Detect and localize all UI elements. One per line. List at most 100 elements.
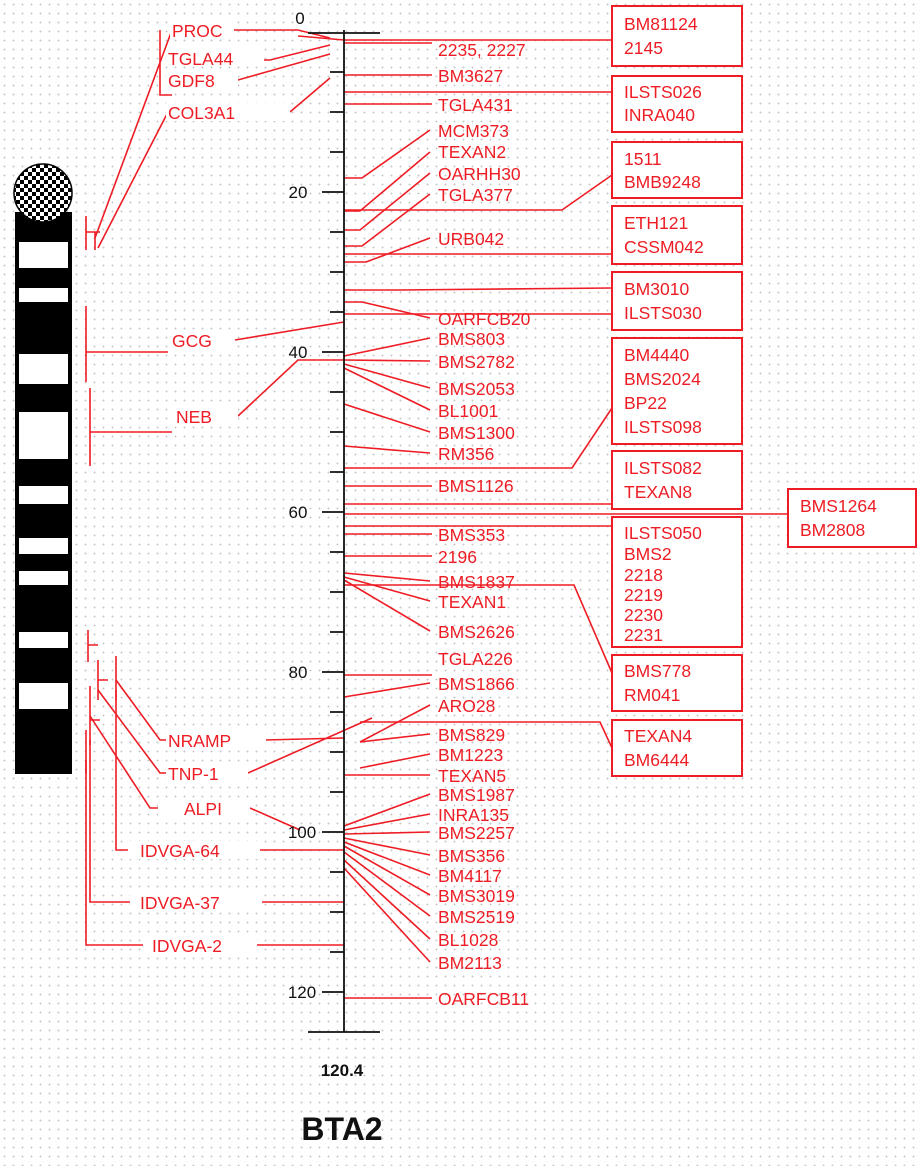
leader-line — [235, 322, 344, 340]
marker-label: TEXAN2 — [438, 142, 506, 162]
marker-label: OARFCB20 — [438, 309, 531, 329]
leader-line — [344, 404, 430, 432]
chromosome-ideogram — [14, 164, 72, 774]
marker-label: BL1028 — [438, 930, 498, 950]
marker-label: BM2113 — [438, 953, 502, 973]
box-marker-label: BMB9248 — [624, 172, 701, 192]
chromosome-band — [19, 288, 68, 302]
gene-label: NEB — [176, 407, 212, 427]
marker-label: BMS1837 — [438, 572, 515, 592]
marker-label: OARFCB11 — [438, 989, 529, 1009]
box-marker-label: ILSTS026 — [624, 82, 702, 102]
chromosome-band — [19, 412, 68, 459]
marker-label: URB042 — [438, 229, 504, 249]
box-marker-label: BMS1264 — [800, 496, 877, 516]
marker-label: OARHH30 — [438, 164, 521, 184]
box-marker-label: 2219 — [624, 585, 663, 605]
marker-label: BMS2519 — [438, 907, 515, 927]
leader-line — [90, 740, 132, 902]
chromosome-title: BTA2 — [301, 1111, 382, 1147]
gene-label: TNP-1 — [168, 764, 219, 784]
chromosome-band — [19, 632, 68, 648]
marker-label: BMS803 — [438, 329, 505, 349]
axis-tick-labels: 0 20 40 60 80 100 120 120.4 — [288, 9, 364, 1080]
marker-label: TEXAN5 — [438, 766, 506, 786]
gene-label: COL3A1 — [168, 103, 235, 123]
box-marker-label: INRA040 — [624, 105, 695, 125]
leader-line — [344, 446, 430, 453]
leader-line — [248, 718, 372, 773]
axis-tick-label: 120 — [288, 983, 316, 1002]
marker-label: BMS2782 — [438, 352, 515, 372]
chromosome-band — [19, 486, 68, 504]
leader-line — [344, 364, 430, 388]
marker-label: ARO28 — [438, 696, 495, 716]
leader-line — [360, 705, 430, 742]
leader-line — [344, 860, 430, 939]
box-marker-label: BM3010 — [624, 279, 689, 299]
chromosome-band — [19, 242, 68, 268]
leader-line — [344, 288, 612, 290]
marker-label: BM3627 — [438, 66, 503, 86]
leader-line — [344, 194, 430, 246]
marker-label: 2235, 2227 — [438, 40, 526, 60]
leader-line — [344, 302, 430, 318]
marker-label: BL1001 — [438, 401, 498, 421]
box-marker-label: 2231 — [624, 625, 663, 645]
chromosome-band — [19, 538, 68, 554]
axis-tick-label: 60 — [289, 503, 308, 522]
leader-line — [344, 238, 430, 262]
marker-label: BM4117 — [438, 866, 502, 886]
box-marker-label: BM4440 — [624, 345, 689, 365]
map-axis — [308, 30, 380, 1032]
centromere-cap — [14, 164, 72, 222]
leader-line — [116, 680, 168, 740]
box-marker-label: 2218 — [624, 565, 663, 585]
box-marker-label: BM81124 — [624, 14, 698, 34]
leader-line — [344, 368, 430, 410]
leader-line — [344, 868, 430, 962]
box-marker-label: BP22 — [624, 393, 667, 413]
bracket-line — [98, 660, 108, 700]
marker-label: INRA135 — [438, 805, 509, 825]
bracket-line — [88, 630, 98, 662]
axis-length-label: 120.4 — [321, 1061, 364, 1080]
marker-label: TGLA431 — [438, 95, 513, 115]
leader-line — [344, 580, 430, 631]
box-marker-label: 1511 — [624, 149, 662, 169]
marker-label: BMS1300 — [438, 423, 515, 443]
box-marker-label: CSSM042 — [624, 237, 704, 257]
leader-line — [360, 734, 430, 742]
box-marker-label: BM6444 — [624, 750, 689, 770]
chromosome-band — [19, 683, 68, 709]
marker-label: BMS2626 — [438, 622, 515, 642]
axis-tick-label: 0 — [295, 9, 304, 28]
gene-label: ALPI — [184, 799, 222, 819]
leader-line — [344, 360, 430, 361]
axis-tick-label: 40 — [289, 343, 308, 362]
bracket-line — [90, 388, 172, 466]
marker-label: TEXAN1 — [438, 592, 506, 612]
chromosome-band — [19, 354, 68, 384]
gene-label: NRAMP — [168, 731, 231, 751]
box-marker-label: BMS778 — [624, 661, 691, 681]
leader-line — [238, 360, 344, 416]
leader-line — [344, 683, 430, 697]
chromosome-band — [19, 571, 68, 585]
marker-label: MCM373 — [438, 121, 509, 141]
leader-line — [116, 690, 130, 850]
axis-tick-label: 80 — [289, 663, 308, 682]
marker-label: TGLA226 — [438, 649, 513, 669]
box-marker-label: ILSTS050 — [624, 523, 702, 543]
leader-line — [290, 78, 330, 112]
box-marker-label: BMS2024 — [624, 369, 701, 389]
gene-label: GDF8 — [168, 71, 215, 91]
bracket-line — [86, 306, 168, 382]
gene-label: IDVGA-64 — [140, 841, 220, 861]
leader-line — [265, 738, 344, 740]
box-marker-label: ILSTS082 — [624, 458, 702, 478]
box-marker-label: BM2808 — [800, 520, 865, 540]
gene-label: IDVGA-2 — [152, 936, 222, 956]
box-marker-label: ILSTS098 — [624, 417, 702, 437]
